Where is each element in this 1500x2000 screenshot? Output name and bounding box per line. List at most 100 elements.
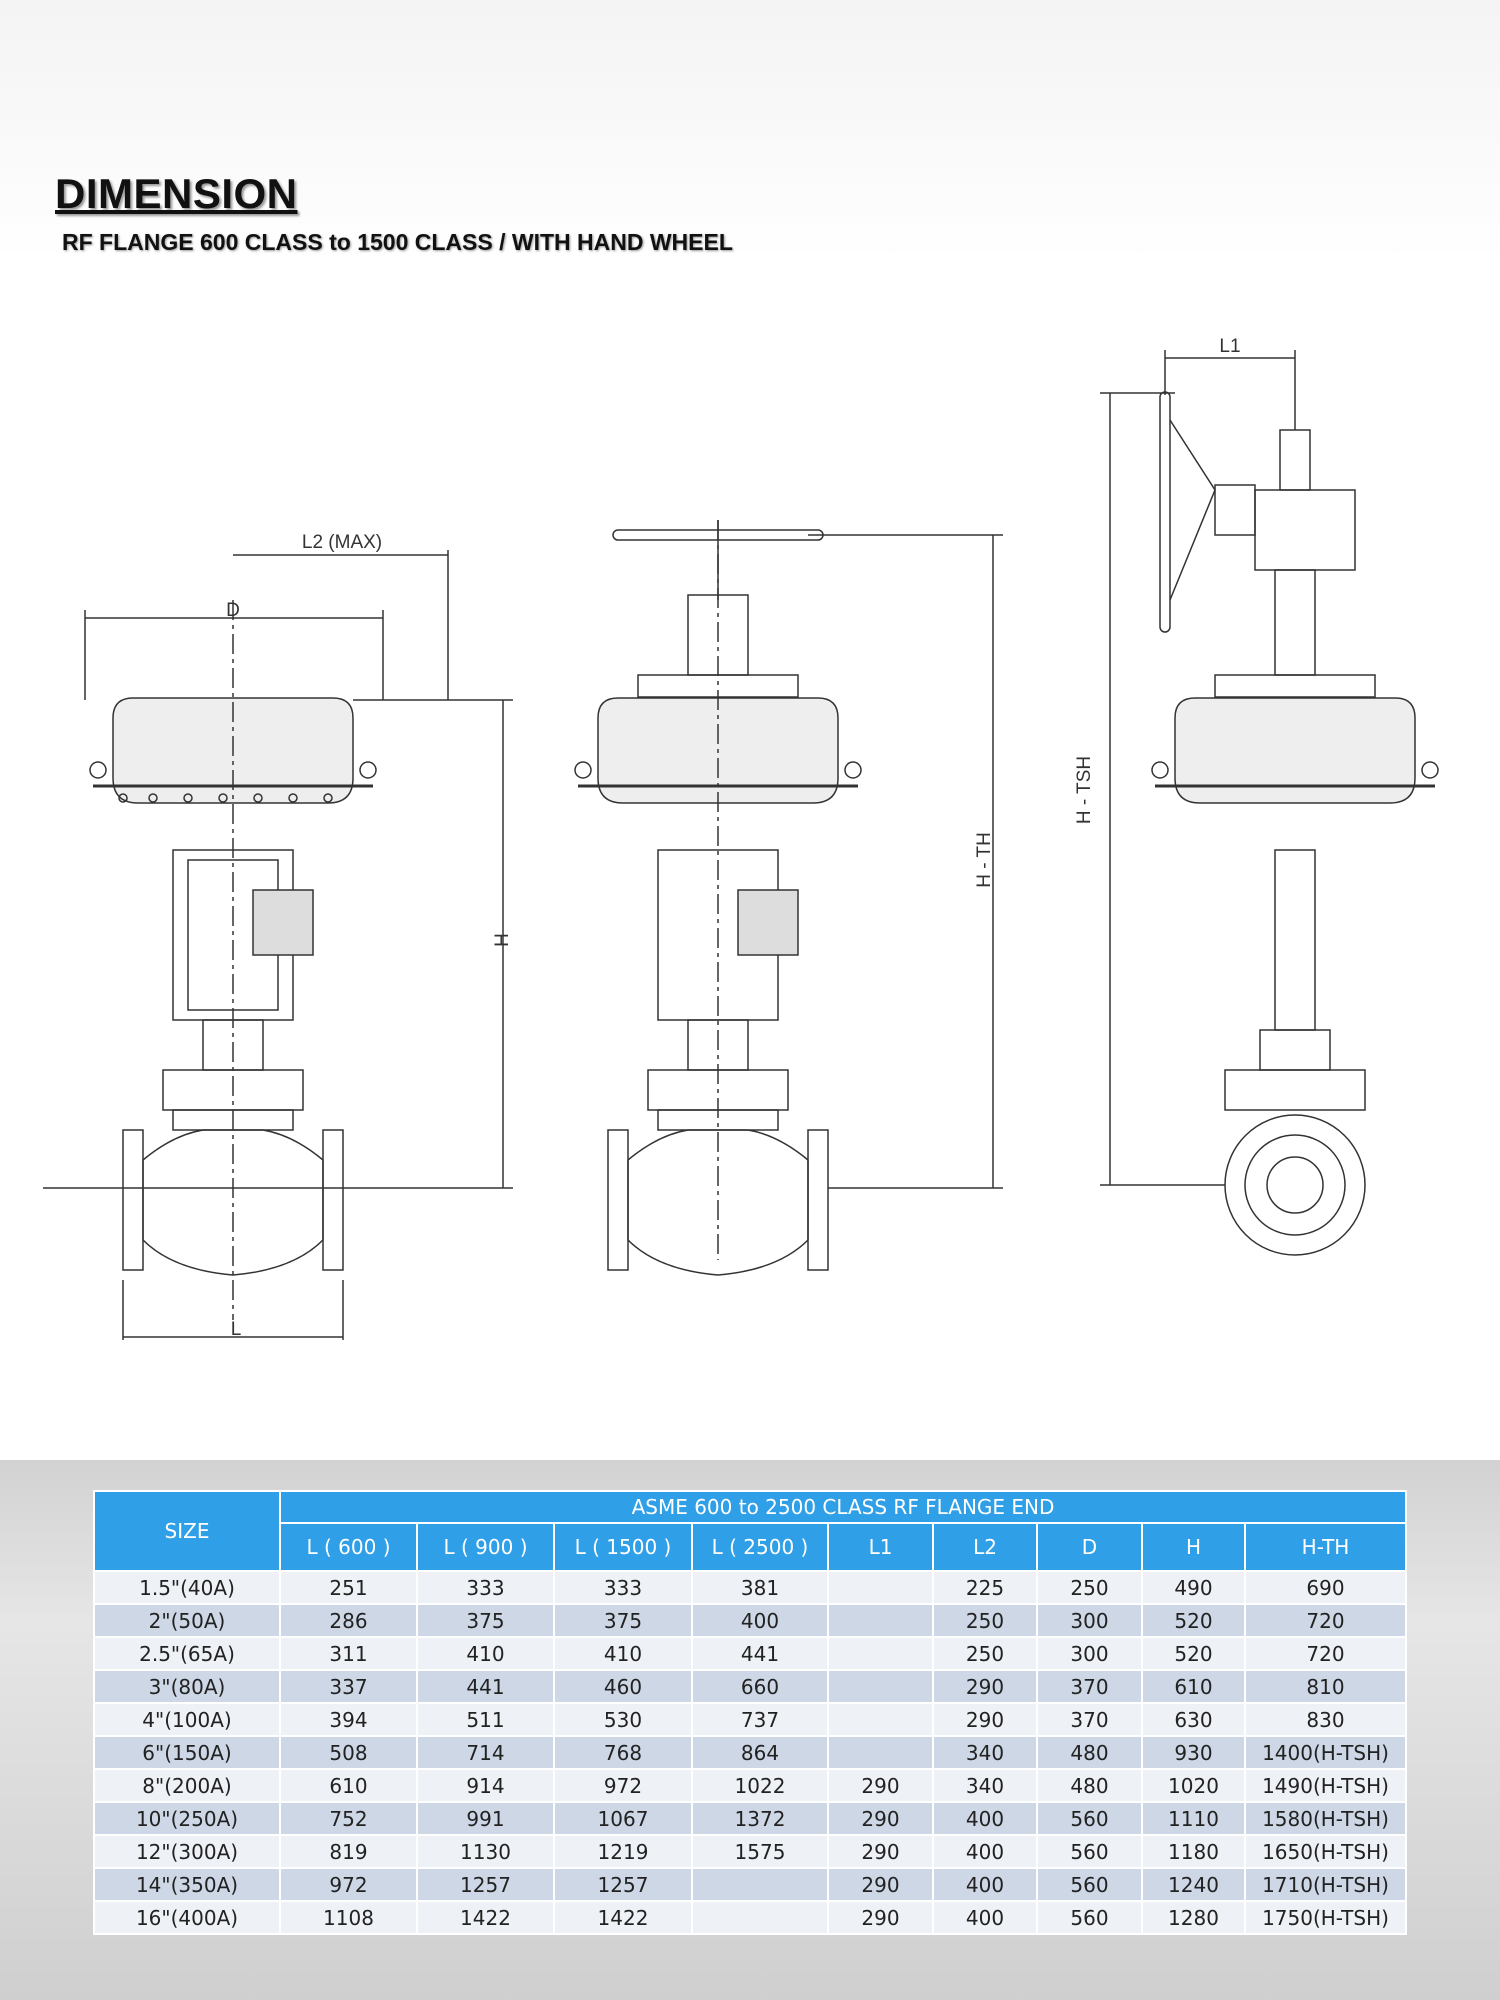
value-cell: 340 — [934, 1770, 1036, 1801]
value-cell: 250 — [1038, 1572, 1141, 1603]
column-header: L ( 1500 ) — [555, 1524, 691, 1570]
value-cell: 480 — [1038, 1737, 1141, 1768]
value-cell: 1240 — [1143, 1869, 1244, 1900]
value-cell: 610 — [281, 1770, 416, 1801]
value-cell: 1490(H-TSH) — [1246, 1770, 1405, 1801]
value-cell: 290 — [829, 1902, 932, 1933]
page-subtitle: RF FLANGE 600 CLASS to 1500 CLASS / WITH… — [62, 229, 733, 255]
value-cell: 914 — [418, 1770, 553, 1801]
value-cell: 660 — [693, 1671, 827, 1702]
value-cell: 991 — [418, 1803, 553, 1834]
value-cell: 1422 — [555, 1902, 691, 1933]
value-cell: 972 — [281, 1869, 416, 1900]
value-cell: 752 — [281, 1803, 416, 1834]
valve-drawing-standard — [43, 550, 513, 1340]
valve-drawings: L2 (MAX) D H L H - TH H - TSH — [43, 336, 1440, 1340]
label-h-tsh: H - TSH — [1074, 756, 1095, 824]
size-cell: 12"(300A) — [95, 1836, 279, 1867]
value-cell: 333 — [555, 1572, 691, 1603]
label-h: H — [492, 933, 513, 947]
value-cell: 690 — [1246, 1572, 1405, 1603]
value-cell: 290 — [829, 1803, 932, 1834]
value-cell: 225 — [934, 1572, 1036, 1603]
value-cell: 810 — [1246, 1671, 1405, 1702]
label-l2: L2 (MAX) — [302, 532, 382, 553]
value-cell: 290 — [934, 1704, 1036, 1735]
value-cell: 560 — [1038, 1803, 1141, 1834]
label-h-th: H - TH — [974, 832, 995, 888]
page-title: DIMENSION — [55, 170, 298, 217]
value-cell: 410 — [418, 1638, 553, 1669]
dimension-table: SIZE ASME 600 to 2500 CLASS RF FLANGE EN… — [93, 1490, 1407, 1935]
value-cell: 864 — [693, 1737, 827, 1768]
value-cell: 520 — [1143, 1638, 1244, 1669]
value-cell: 441 — [418, 1671, 553, 1702]
value-cell: 1580(H-TSH) — [1246, 1803, 1405, 1834]
value-cell: 290 — [829, 1836, 932, 1867]
value-cell — [829, 1671, 932, 1702]
group-header: ASME 600 to 2500 CLASS RF FLANGE END — [281, 1492, 1405, 1522]
value-cell: 720 — [1246, 1605, 1405, 1636]
value-cell: 1219 — [555, 1836, 691, 1867]
column-header: L ( 600 ) — [281, 1524, 416, 1570]
label-l1: L1 — [1219, 336, 1240, 357]
value-cell: 490 — [1143, 1572, 1244, 1603]
value-cell: 370 — [1038, 1671, 1141, 1702]
column-header: H — [1143, 1524, 1244, 1570]
size-cell: 10"(250A) — [95, 1803, 279, 1834]
value-cell: 830 — [1246, 1704, 1405, 1735]
value-cell: 290 — [934, 1671, 1036, 1702]
value-cell: 286 — [281, 1605, 416, 1636]
value-cell: 1750(H-TSH) — [1246, 1902, 1405, 1933]
value-cell: 400 — [934, 1902, 1036, 1933]
value-cell — [693, 1902, 827, 1933]
value-cell — [829, 1605, 932, 1636]
size-cell: 3"(80A) — [95, 1671, 279, 1702]
size-cell: 8"(200A) — [95, 1770, 279, 1801]
size-cell: 16"(400A) — [95, 1902, 279, 1933]
value-cell — [693, 1869, 827, 1900]
header-band — [0, 0, 1500, 260]
value-cell: 251 — [281, 1572, 416, 1603]
value-cell: 250 — [934, 1638, 1036, 1669]
value-cell: 1257 — [555, 1869, 691, 1900]
column-header: D — [1038, 1524, 1141, 1570]
column-header: L ( 2500 ) — [693, 1524, 827, 1570]
value-cell: 610 — [1143, 1671, 1244, 1702]
value-cell: 400 — [934, 1869, 1036, 1900]
value-cell: 972 — [555, 1770, 691, 1801]
value-cell — [829, 1704, 932, 1735]
value-cell: 1180 — [1143, 1836, 1244, 1867]
value-cell: 511 — [418, 1704, 553, 1735]
value-cell: 400 — [693, 1605, 827, 1636]
size-cell: 6"(150A) — [95, 1737, 279, 1768]
value-cell: 400 — [934, 1836, 1036, 1867]
value-cell — [829, 1572, 932, 1603]
size-header: SIZE — [95, 1492, 279, 1570]
value-cell: 930 — [1143, 1737, 1244, 1768]
value-cell: 720 — [1246, 1638, 1405, 1669]
column-header: L2 — [934, 1524, 1036, 1570]
value-cell: 394 — [281, 1704, 416, 1735]
value-cell: 768 — [555, 1737, 691, 1768]
value-cell: 441 — [693, 1638, 827, 1669]
value-cell: 300 — [1038, 1638, 1141, 1669]
value-cell: 560 — [1038, 1869, 1141, 1900]
value-cell: 410 — [555, 1638, 691, 1669]
value-cell: 480 — [1038, 1770, 1141, 1801]
value-cell: 333 — [418, 1572, 553, 1603]
value-cell: 375 — [418, 1605, 553, 1636]
value-cell: 1280 — [1143, 1902, 1244, 1933]
value-cell: 1067 — [555, 1803, 691, 1834]
valve-drawing-handwheel — [573, 520, 1003, 1276]
